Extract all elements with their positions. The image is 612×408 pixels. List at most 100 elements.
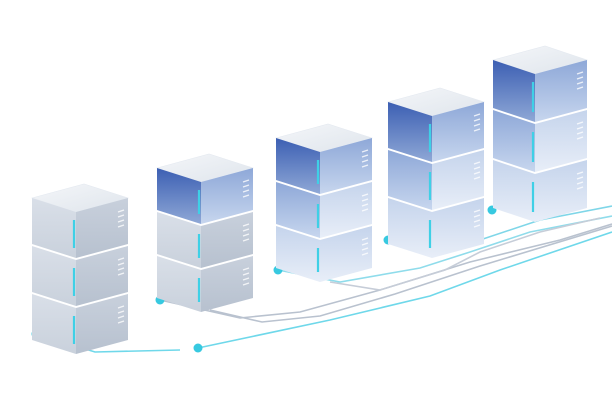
vent-slot [361,208,369,212]
vent-slot [473,166,481,170]
vent-slot [117,272,125,276]
wire-grey-2 [209,225,612,323]
vent-slot [117,305,125,309]
wire-grey-3 [329,217,601,291]
vent-slot [242,228,250,232]
vent-slot [576,181,584,185]
server-unit-side [76,246,128,306]
vent-slot [242,267,250,271]
vent-slot [473,224,481,228]
server-unit-front [32,198,76,258]
vent-slot [242,223,250,227]
vent-slot [473,128,481,132]
node-dot [193,343,203,353]
vent-slot [117,224,125,228]
server-unit-side [535,110,587,172]
server-unit-front [493,160,535,222]
vent-slot [361,252,369,256]
vent-slot [242,282,250,286]
server-unit-side [201,212,253,268]
vent-slot [117,219,125,223]
server-unit-front [157,168,201,224]
vent-slot [361,237,369,241]
vent-slot [117,315,125,319]
server-stacks [30,45,589,354]
vent-slot [242,179,250,183]
vent-slot [473,209,481,213]
vent-slot [576,176,584,180]
vent-slot [576,71,584,75]
vent-slot [576,186,584,190]
vent-slot [242,194,250,198]
vent-slot [473,219,481,223]
vent-slot [473,214,481,218]
server-unit-side [76,294,128,354]
vent-slot [576,136,584,140]
server-unit-side [320,226,372,282]
vent-slot [576,126,584,130]
vent-slot [361,242,369,246]
server-unit-side [201,256,253,312]
vent-slot [117,267,125,271]
vent-slot [473,123,481,127]
server-unit-side [76,198,128,258]
server-unit-front [493,60,535,122]
server-unit-front [276,226,320,282]
vent-slot [576,86,584,90]
vent-slot [361,154,369,158]
vent-slot [576,121,584,125]
vent-slot [361,247,369,251]
vent-slot [473,161,481,165]
server-unit-front [157,212,201,268]
vent-slot [473,176,481,180]
vent-slot [242,189,250,193]
server-unit-side [320,138,372,194]
wire-cyan-3 [277,215,612,283]
server-unit-side [535,60,587,122]
vent-slot [242,272,250,276]
vent-slot [117,257,125,261]
vent-slot [117,320,125,324]
server-unit-front [276,182,320,238]
vent-slot [242,238,250,242]
server-unit-front [157,256,201,312]
stack-4 [386,87,486,258]
stack-5 [491,45,589,222]
vent-slot [117,209,125,213]
vent-slot [361,198,369,202]
vent-slot [361,164,369,168]
vent-slot [576,81,584,85]
stack-1 [30,183,130,354]
vent-slot [473,171,481,175]
server-unit-front [388,198,432,258]
server-unit-front [388,150,432,210]
vent-slot [576,131,584,135]
vent-slot [473,113,481,117]
server-unit-side [201,168,253,224]
server-unit-front [32,294,76,354]
vent-slot [242,233,250,237]
stack-3 [274,123,374,282]
server-unit-front [493,110,535,172]
vent-slot [117,262,125,266]
wire-cyan-2 [197,231,612,349]
server-unit-side [320,182,372,238]
vent-slot [473,118,481,122]
server-unit-front [32,246,76,306]
server-unit-side [432,102,484,162]
vent-slot [361,149,369,153]
vent-slot [361,159,369,163]
vent-slot [242,277,250,281]
server-unit-front [276,138,320,194]
server-unit-front [388,102,432,162]
vent-slot [361,193,369,197]
stack-2 [155,153,255,312]
vent-slot [242,184,250,188]
vent-slot [576,171,584,175]
vent-slot [117,310,125,314]
vent-slot [361,203,369,207]
server-unit-side [432,198,484,258]
vent-slot [117,214,125,218]
vent-slot [576,76,584,80]
